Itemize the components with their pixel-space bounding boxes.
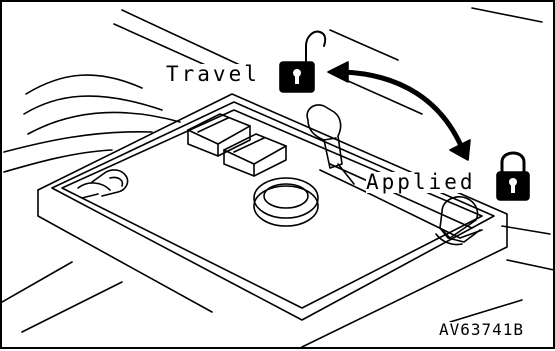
travel-label: Travel [166, 64, 260, 85]
console-body [38, 94, 507, 347]
console-switches [188, 114, 286, 176]
figure-code: AV63741B [439, 322, 524, 338]
round-knob [254, 178, 318, 226]
tilt-lever [78, 170, 128, 198]
travel-unlocked-padlock-icon [280, 32, 325, 92]
applied-label: Applied [366, 172, 476, 193]
applied-locked-padlock-icon [497, 153, 529, 200]
